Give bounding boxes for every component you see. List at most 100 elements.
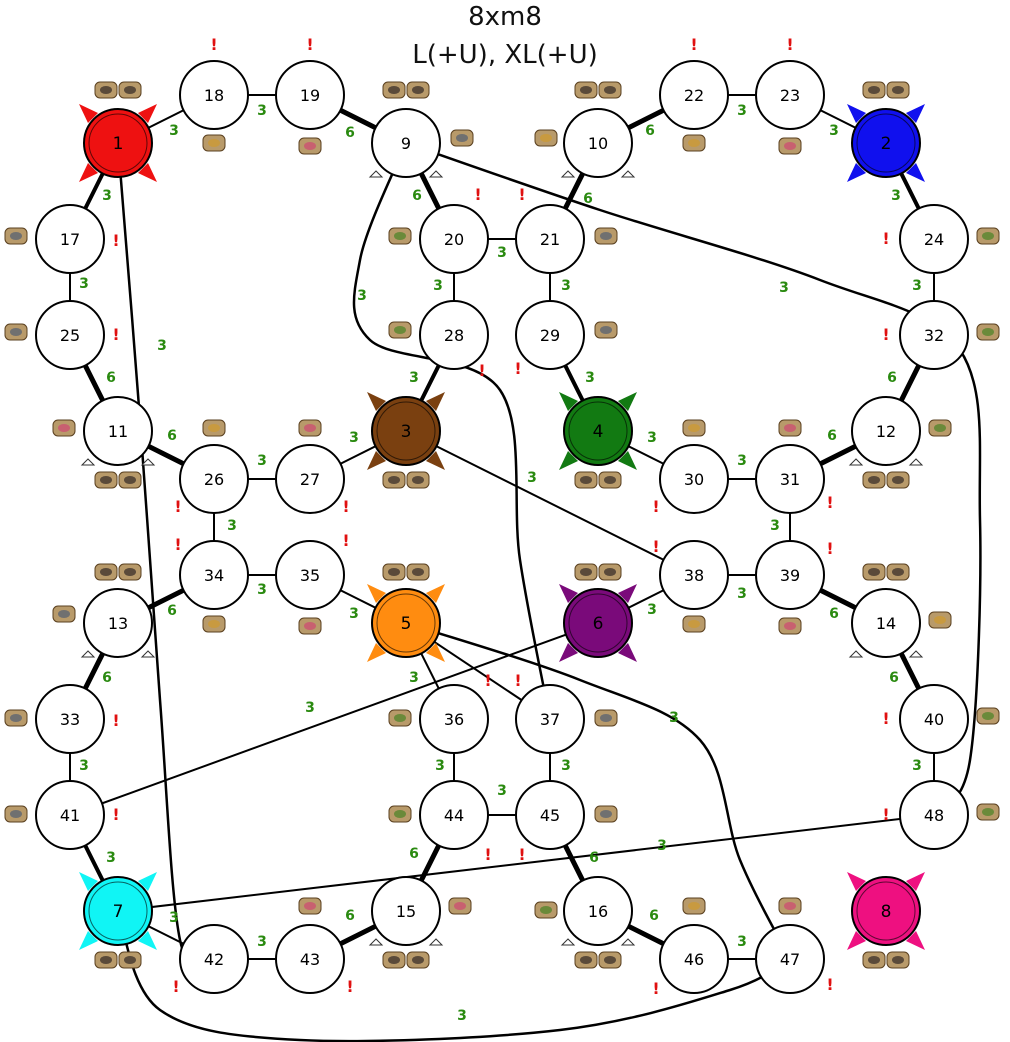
wood-icon bbox=[682, 134, 706, 152]
node-accent bbox=[368, 938, 384, 946]
node-label: 26 bbox=[204, 470, 224, 489]
wood-icon bbox=[928, 611, 952, 629]
warning-mark: ! bbox=[786, 35, 793, 54]
node-label: 39 bbox=[780, 566, 800, 585]
edge-cost-label: 3 bbox=[737, 934, 747, 950]
ore-icon bbox=[862, 81, 910, 99]
edge-cost-label: 3 bbox=[497, 783, 507, 799]
edge-cost-label: 6 bbox=[589, 850, 599, 866]
node-20: 20 bbox=[419, 204, 489, 274]
node-accent bbox=[80, 458, 96, 466]
warning-mark: ! bbox=[882, 229, 889, 248]
warning-mark: ! bbox=[652, 979, 659, 998]
gem-icon bbox=[976, 227, 1000, 245]
edge-cost-label: 3 bbox=[657, 838, 667, 854]
node-43: 43 bbox=[275, 924, 345, 994]
edge-cost-label: 3 bbox=[527, 470, 537, 486]
node-17: 17 bbox=[35, 204, 105, 274]
edge-cost-label: 3 bbox=[157, 338, 167, 354]
edge-cost-label: 6 bbox=[345, 125, 355, 141]
node-39: 39 bbox=[755, 540, 825, 610]
edge-cost-label: 6 bbox=[583, 191, 593, 207]
node-label: 37 bbox=[540, 710, 560, 729]
hand-icon bbox=[778, 617, 802, 635]
node-37: 37 bbox=[515, 684, 585, 754]
warning-mark: ! bbox=[882, 325, 889, 344]
node-44: 44 bbox=[419, 780, 489, 850]
node-accent bbox=[848, 650, 864, 658]
warning-mark: ! bbox=[484, 671, 491, 690]
hand-icon bbox=[52, 419, 76, 437]
node-27: 27 bbox=[275, 444, 345, 514]
ore-icon bbox=[382, 471, 430, 489]
node-label: 44 bbox=[444, 806, 464, 825]
ore-icon bbox=[574, 951, 622, 969]
home-node-7: 7 bbox=[79, 872, 157, 950]
node-label: 46 bbox=[684, 950, 704, 969]
node-10: 10 bbox=[563, 108, 633, 178]
node-label: 18 bbox=[204, 86, 224, 105]
node-42: 42 bbox=[179, 924, 249, 994]
ore-icon bbox=[94, 471, 142, 489]
node-40: 40 bbox=[899, 684, 969, 754]
hand-icon bbox=[448, 897, 472, 915]
warning-mark: ! bbox=[112, 325, 119, 344]
wood-icon bbox=[682, 615, 706, 633]
node-label: 38 bbox=[684, 566, 704, 585]
node-11: 11 bbox=[83, 396, 153, 466]
node-label: 29 bbox=[540, 326, 560, 345]
node-accent bbox=[908, 458, 924, 466]
edge-cost-label: 3 bbox=[435, 758, 445, 774]
curve-edge-1-42 bbox=[116, 142, 215, 966]
edge-cost-label: 3 bbox=[169, 910, 179, 926]
edge-cost-label: 3 bbox=[257, 582, 267, 598]
node-28: 28 bbox=[419, 300, 489, 370]
edge-cost-label: 3 bbox=[257, 453, 267, 469]
node-47: 47 bbox=[755, 924, 825, 994]
warning-mark: ! bbox=[210, 35, 217, 54]
curve-edge-7-47 bbox=[116, 910, 791, 1042]
wood-icon bbox=[202, 615, 226, 633]
node-label: 45 bbox=[540, 806, 560, 825]
edge-cost-label: 3 bbox=[585, 370, 595, 386]
cost-layer: 3363363633333663333663333663333336333633… bbox=[79, 35, 922, 1024]
warning-mark: ! bbox=[518, 845, 525, 864]
flask-icon bbox=[450, 129, 474, 147]
node-label: 11 bbox=[108, 422, 128, 441]
node-label: 40 bbox=[924, 710, 944, 729]
ore-icon bbox=[574, 563, 622, 581]
warning-mark: ! bbox=[882, 805, 889, 824]
edge-cost-label: 6 bbox=[645, 123, 655, 139]
edge-cost-label: 3 bbox=[79, 758, 89, 774]
home-label: 1 bbox=[113, 134, 124, 154]
node-21: 21 bbox=[515, 204, 585, 274]
flask-icon bbox=[4, 323, 28, 341]
node-33: 33 bbox=[35, 684, 105, 754]
home-label: 4 bbox=[593, 422, 604, 442]
ore-icon bbox=[382, 951, 430, 969]
node-32: 32 bbox=[899, 300, 969, 370]
warning-mark: ! bbox=[484, 845, 491, 864]
home-label: 2 bbox=[881, 134, 892, 154]
node-label: 22 bbox=[684, 86, 704, 105]
node-19: 19 bbox=[275, 60, 345, 130]
node-38: 38 bbox=[659, 540, 729, 610]
home-node-1: 1 bbox=[79, 104, 157, 182]
node-23: 23 bbox=[755, 60, 825, 130]
edge-cost-label: 6 bbox=[345, 908, 355, 924]
home-node-4: 4 bbox=[559, 392, 637, 470]
hand-icon bbox=[298, 137, 322, 155]
node-29: 29 bbox=[515, 300, 585, 370]
edge-cost-label: 6 bbox=[167, 603, 177, 619]
edge-cost-label: 3 bbox=[106, 850, 116, 866]
hand-icon bbox=[778, 897, 802, 915]
warning-mark: ! bbox=[882, 709, 889, 728]
edge-cost-label: 3 bbox=[409, 370, 419, 386]
edge-cost-label: 6 bbox=[829, 606, 839, 622]
node-label: 36 bbox=[444, 710, 464, 729]
ore-icon bbox=[94, 951, 142, 969]
node-label: 42 bbox=[204, 950, 224, 969]
home-label: 5 bbox=[401, 614, 412, 634]
node-label: 30 bbox=[684, 470, 704, 489]
